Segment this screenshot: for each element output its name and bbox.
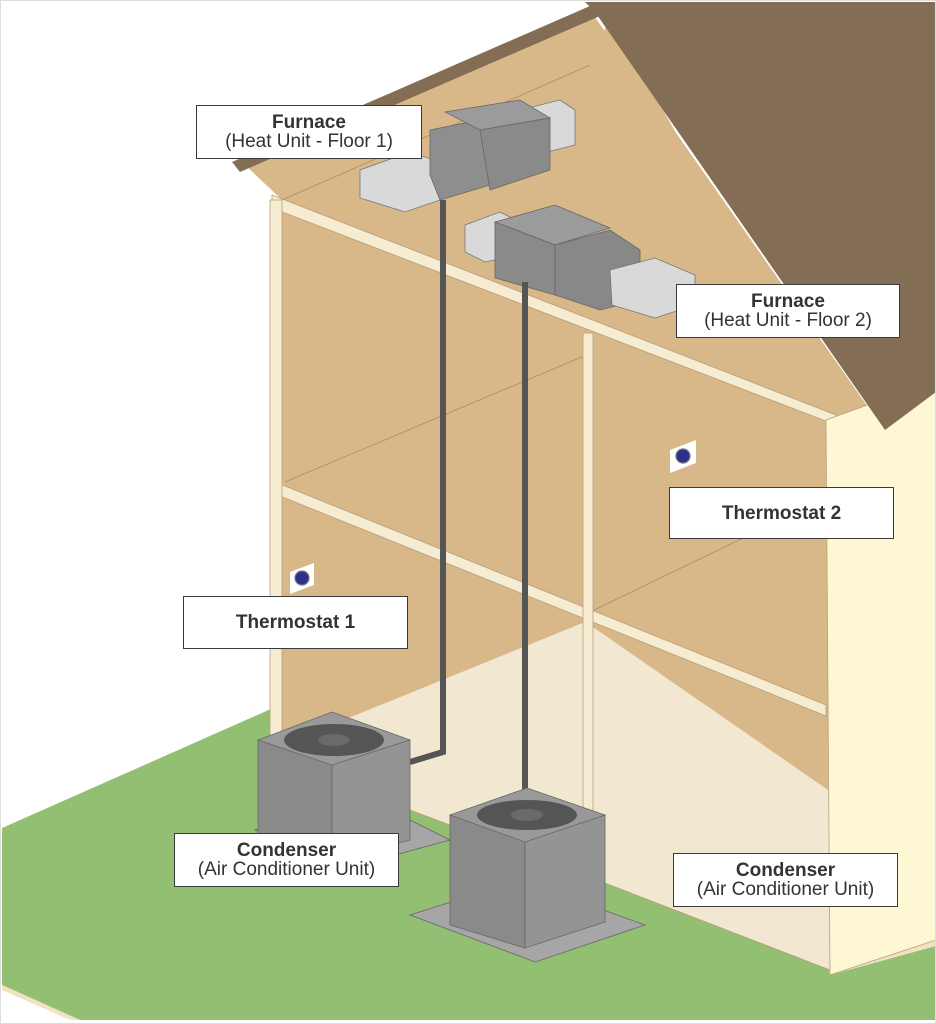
thermostat-dial-icon: [675, 448, 691, 464]
furnace-2-label-title: Furnace: [751, 291, 825, 312]
furnace-1-label-subtitle: (Heat Unit - Floor 1): [225, 131, 393, 152]
thermostat-1-label: Thermostat 1: [183, 596, 408, 649]
thermostat-2-label-title: Thermostat 2: [721, 502, 842, 524]
wall-seam: [284, 355, 585, 483]
condenser-1-label: Condenser (Air Conditioner Unit): [174, 833, 399, 887]
condenser-1-label-title: Condenser: [236, 840, 337, 861]
fan-hub: [511, 809, 543, 821]
thermostat-1-device: [290, 563, 314, 594]
stud-left: [269, 199, 283, 761]
condenser-2-label-subtitle: (Air Conditioner Unit): [696, 879, 875, 900]
refrigerant-line-1: [409, 200, 446, 765]
furnace-1-unit: [359, 99, 576, 213]
furnace-1-label: Furnace (Heat Unit - Floor 1): [196, 105, 422, 159]
furnace-2-label-subtitle: (Heat Unit - Floor 2): [704, 310, 872, 331]
thermostat-2-label: Thermostat 2: [669, 487, 894, 539]
ground-edge: [2, 985, 80, 1020]
condenser-2-label-title: Condenser: [735, 860, 836, 881]
furnace-1-label-title: Furnace: [272, 112, 346, 133]
furnace-2-unit: [464, 204, 696, 319]
furnace-2-label: Furnace (Heat Unit - Floor 2): [676, 284, 900, 338]
fan-hub: [318, 734, 350, 746]
thermostat-2-device: [670, 440, 696, 473]
condenser-2-unit: [408, 787, 647, 963]
furnace-body-main: [479, 117, 551, 191]
thermostat-dial-icon: [294, 570, 310, 586]
condenser-1-label-subtitle: (Air Conditioner Unit): [197, 859, 376, 880]
condenser-1-unit: [253, 711, 452, 871]
thermostat-1-label-title: Thermostat 1: [235, 612, 356, 633]
wall-seam: [593, 529, 761, 611]
condenser-2-label: Condenser (Air Conditioner Unit): [673, 853, 898, 907]
